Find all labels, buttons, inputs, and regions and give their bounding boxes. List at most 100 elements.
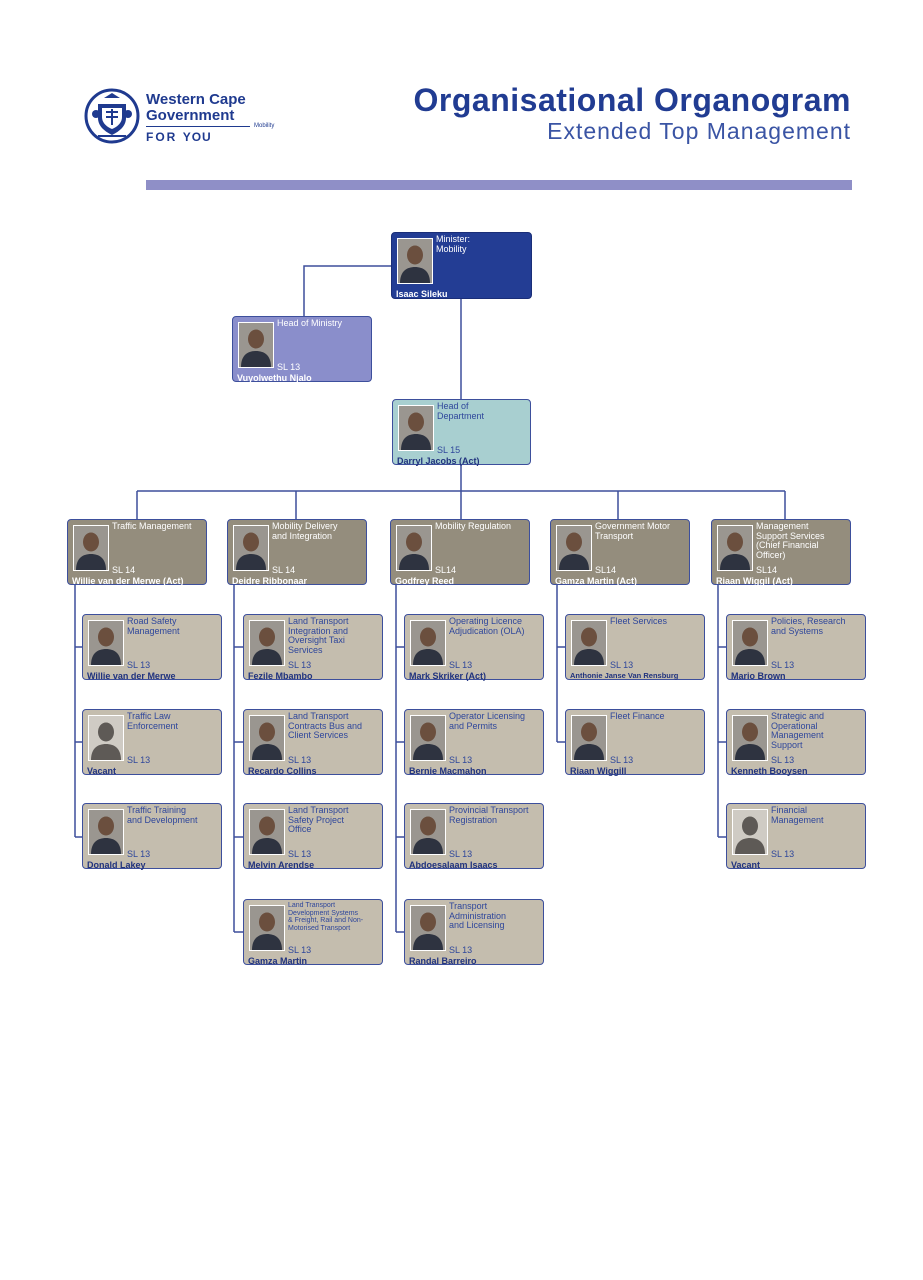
unit-title: Fleet Finance <box>610 711 665 721</box>
minister-box: Minister:Mobility Isaac Sileku <box>391 232 532 299</box>
directorate-level: SL 14 <box>272 565 296 575</box>
unit-head-name: Bernie Macmahon <box>409 766 487 776</box>
unit-photo <box>732 620 768 666</box>
connector-directorate-drops <box>136 491 786 520</box>
brand-line-2: Government <box>146 107 235 124</box>
unit-level: SL 13 <box>288 660 312 670</box>
directorate-level: SL14 <box>756 565 778 575</box>
person-icon <box>399 406 433 450</box>
unit-level: SL 13 <box>127 755 151 765</box>
page-title: Organisational Organogram <box>413 82 851 118</box>
unit-head-name: Abdoesalaam Isaacs <box>409 860 498 870</box>
unit-head-name: Riaan Wiggill <box>570 766 627 776</box>
unit-photo <box>249 715 285 761</box>
person-icon <box>572 716 606 760</box>
person-icon <box>733 716 767 760</box>
minister-photo <box>397 238 433 284</box>
brand-for: FOR <box>146 130 178 144</box>
head-of-department-photo <box>398 405 434 451</box>
unit-level: SL 13 <box>288 755 312 765</box>
unit-photo <box>571 715 607 761</box>
unit-level: SL 13 <box>771 849 795 859</box>
directorate-box: Mobility Regulation SL14 Godfrey Reed <box>390 519 530 586</box>
directorate-photo <box>73 525 109 571</box>
directorate-photo <box>396 525 432 571</box>
vacant-person-icon <box>733 810 767 854</box>
person-icon <box>411 906 445 950</box>
directorate-photo <box>233 525 269 571</box>
head-of-ministry-box: Head of Ministry SL 13 Vuyolwethu Njalo <box>232 316 372 383</box>
unit-title: Fleet Services <box>610 616 668 626</box>
head-of-department-name: Darryl Jacobs (Act) <box>397 456 480 466</box>
unit-photo <box>410 905 446 951</box>
person-icon <box>411 716 445 760</box>
unit-level: SL 13 <box>610 660 634 670</box>
brand-department: Mobility <box>254 123 275 129</box>
person-icon <box>411 810 445 854</box>
unit-head-name: Randal Barreiro <box>409 956 477 966</box>
unit-level: SL 13 <box>449 755 473 765</box>
directorate-title: Traffic Management <box>112 521 192 531</box>
person-icon <box>234 526 268 570</box>
directorate-box: Traffic Management SL 14 Willie van der … <box>67 519 207 586</box>
directorate-head-name: Gamza Martin (Act) <box>555 576 638 586</box>
unit-head-name: Kenneth Booysen <box>731 766 808 776</box>
directorate-head-name: Willie van der Merwe (Act) <box>72 576 184 586</box>
unit-level: SL 13 <box>288 849 312 859</box>
unit-level: SL 13 <box>449 945 473 955</box>
directorate-title: Mobility Regulation <box>435 521 512 531</box>
unit-head-name: Vacant <box>87 766 117 776</box>
person-icon <box>74 526 108 570</box>
unit-head-name: Vacant <box>731 860 761 870</box>
unit-photo <box>410 715 446 761</box>
person-icon <box>250 906 284 950</box>
directorate-head-name: Godfrey Reed <box>395 576 455 586</box>
person-icon <box>89 621 123 665</box>
connector-minister-hom <box>303 265 391 318</box>
person-icon <box>718 526 752 570</box>
coat-of-arms-icon <box>84 88 140 144</box>
unit-level: SL 13 <box>771 660 795 670</box>
person-icon <box>239 323 273 367</box>
person-icon <box>557 526 591 570</box>
unit-head-name: Fezile Mbambo <box>248 671 313 681</box>
person-icon <box>398 239 432 283</box>
minister-name: Isaac Sileku <box>396 289 448 299</box>
brand-tagline: FOR YOU <box>146 130 212 144</box>
unit-level: SL 13 <box>449 660 473 670</box>
connector-gmt-units <box>556 584 565 743</box>
unit-box: Fleet Services SL 13 Anthonie Janse Van … <box>565 614 705 680</box>
unit-photo <box>571 620 607 666</box>
unit-photo <box>410 620 446 666</box>
connector-traffic-units <box>74 584 82 838</box>
unit-head-name: Mario Brown <box>731 671 786 681</box>
head-of-ministry-photo <box>238 322 274 368</box>
unit-level: SL 13 <box>771 755 795 765</box>
unit-photo <box>732 715 768 761</box>
unit-level: SL 13 <box>127 660 151 670</box>
unit-photo <box>88 620 124 666</box>
